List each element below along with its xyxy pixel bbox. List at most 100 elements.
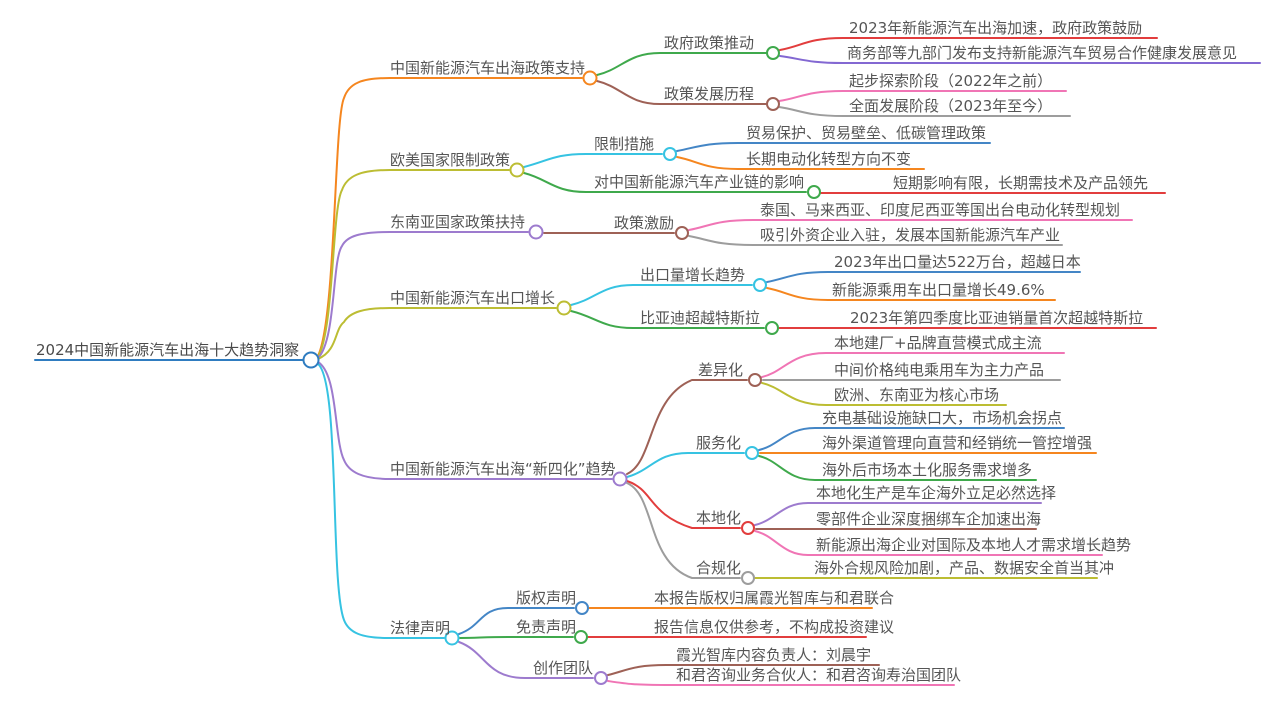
edge <box>676 142 991 152</box>
leaf-text[interactable]: 2023年出口量达522万台，超越日本 <box>834 253 1081 271</box>
branch-export-growth[interactable]: 中国新能源汽车出口增长 <box>390 289 556 307</box>
edge <box>458 607 575 635</box>
root-node[interactable]: 2024中国新能源汽车出海十大趋势洞察 <box>36 341 300 359</box>
node-toggle[interactable] <box>766 46 780 60</box>
node-toggle[interactable] <box>444 630 460 646</box>
edge <box>626 379 748 475</box>
edge <box>676 156 925 170</box>
node-policy-incentives[interactable]: 政策激励 <box>614 214 675 232</box>
leaf-text[interactable]: 贸易保护、贸易壁垒、低碳管理政策 <box>746 124 987 142</box>
leaf-text[interactable]: 霞光智库内容负责人：刘晨宇 <box>676 646 872 664</box>
node-toggle[interactable] <box>748 373 762 387</box>
leaf-text[interactable]: 零部件企业深度捆绑车企加速出海 <box>816 510 1042 528</box>
node-toggle[interactable] <box>302 351 320 369</box>
node-differentiation[interactable]: 差异化 <box>698 361 744 379</box>
edge <box>607 680 955 686</box>
leaf-text[interactable]: 本地建厂+品牌直营模式成主流 <box>834 334 1042 352</box>
node-byd-surpass-tesla[interactable]: 比亚迪超越特斯拉 <box>640 309 761 327</box>
leaf-text[interactable]: 本报告版权归属霞光智库与和君联合 <box>654 589 895 607</box>
node-toggle[interactable] <box>753 278 767 292</box>
node-government-policy-push[interactable]: 政府政策推动 <box>664 34 755 52</box>
branch-new-four-trends[interactable]: 中国新能源汽车出海“新四化”趋势 <box>390 460 616 478</box>
node-toggle[interactable] <box>741 521 755 535</box>
node-policy-history[interactable]: 政策发展历程 <box>664 85 755 103</box>
node-restriction-measures[interactable]: 限制措施 <box>594 135 655 153</box>
edge <box>523 153 663 168</box>
edge <box>766 287 1056 301</box>
node-toggle[interactable] <box>765 321 779 335</box>
edge <box>317 231 529 359</box>
edge <box>596 52 767 76</box>
branch-legal-notice[interactable]: 法律声明 <box>390 619 451 637</box>
leaf-text[interactable]: 报告信息仅供参考，不构成投资建议 <box>654 618 895 636</box>
edge <box>626 452 745 478</box>
leaf-text[interactable]: 2023年新能源汽车出海加速，政府政策鼓励 <box>849 19 1143 37</box>
node-toggle[interactable] <box>574 630 588 644</box>
edge <box>317 307 557 360</box>
node-localization[interactable]: 本地化 <box>696 509 742 527</box>
node-toggle[interactable] <box>663 147 677 161</box>
node-creation-team[interactable]: 创作团队 <box>533 659 594 677</box>
node-disclaimer[interactable]: 免责声明 <box>516 618 577 636</box>
node-toggle[interactable] <box>741 571 755 585</box>
edge <box>766 271 1081 283</box>
edge <box>317 169 510 358</box>
leaf-text[interactable]: 短期影响有限，长期需技术及产品领先 <box>893 174 1149 192</box>
node-toggle[interactable] <box>766 97 780 111</box>
edge <box>458 641 594 679</box>
edge <box>607 664 880 676</box>
leaf-text[interactable]: 泰国、马来西亚、印度尼西亚等国出台电动化转型规划 <box>760 201 1121 219</box>
node-toggle[interactable] <box>612 471 628 487</box>
node-export-volume-trend[interactable]: 出口量增长趋势 <box>640 266 746 284</box>
node-supply-chain-impact[interactable]: 对中国新能源汽车产业链的影响 <box>594 173 805 191</box>
leaf-text[interactable]: 海外后市场本土化服务需求增多 <box>822 461 1033 479</box>
edge <box>758 455 1037 481</box>
leaf-text[interactable]: 欧洲、东南亚为核心市场 <box>834 386 1000 404</box>
branch-sea-policy-support[interactable]: 东南亚国家政策扶持 <box>390 213 526 231</box>
node-toggle[interactable] <box>556 300 572 316</box>
node-servitization[interactable]: 服务化 <box>696 434 742 452</box>
edge <box>778 106 1071 117</box>
node-toggle[interactable] <box>745 446 759 460</box>
leaf-text[interactable]: 全面发展阶段（2023年至今） <box>849 97 1053 115</box>
branch-policy-support[interactable]: 中国新能源汽车出海政策支持 <box>390 59 586 77</box>
edge <box>596 80 767 105</box>
edge <box>626 482 741 579</box>
node-toggle[interactable] <box>675 226 689 240</box>
node-toggle[interactable] <box>807 185 821 199</box>
edge <box>779 37 1158 51</box>
leaf-text[interactable]: 2023年第四季度比亚迪销量首次超越特斯拉 <box>850 309 1144 327</box>
edge <box>570 310 765 329</box>
leaf-text[interactable]: 海外渠道管理向直营和经销统一管控增强 <box>822 434 1093 452</box>
edge <box>761 382 1007 406</box>
node-toggle[interactable] <box>528 224 544 240</box>
leaf-text[interactable]: 中间价格纯电乘用车为主力产品 <box>834 361 1045 379</box>
leaf-text[interactable]: 充电基础设施缺口大，市场机会拐点 <box>822 409 1063 427</box>
edge <box>758 427 1065 451</box>
node-toggle[interactable] <box>575 601 589 615</box>
leaf-text[interactable]: 商务部等九部门发布支持新能源汽车贸易合作健康发展意见 <box>847 44 1238 62</box>
node-toggle[interactable] <box>582 70 598 86</box>
node-copyright-notice[interactable]: 版权声明 <box>516 589 577 607</box>
edge <box>688 219 1133 231</box>
edge <box>317 361 613 480</box>
node-compliance[interactable]: 合规化 <box>696 559 742 577</box>
edge <box>317 77 583 357</box>
edge <box>754 502 1042 526</box>
leaf-text[interactable]: 新能源乘用车出口量增长49.6% <box>832 281 1045 299</box>
leaf-text[interactable]: 和君咨询业务合伙人：和君咨询寿治国团队 <box>676 666 962 684</box>
node-toggle[interactable] <box>594 671 608 685</box>
edge <box>761 352 1065 378</box>
leaf-text[interactable]: 新能源出海企业对国际及本地人才需求增长趋势 <box>816 536 1132 554</box>
leaf-text[interactable]: 吸引外资企业入驻，发展本国新能源汽车产业 <box>760 226 1061 244</box>
leaf-text[interactable]: 长期电动化转型方向不变 <box>746 150 912 168</box>
edge <box>523 172 807 193</box>
edge <box>459 636 574 639</box>
leaf-text[interactable]: 海外合规风险加剧，产品、数据安全首当其冲 <box>814 559 1115 577</box>
leaf-text[interactable]: 起步探索阶段（2022年之前） <box>849 72 1053 90</box>
branch-eu-us-restrictions[interactable]: 欧美国家限制政策 <box>390 151 511 169</box>
leaf-text[interactable]: 本地化生产是车企海外立足必然选择 <box>816 484 1057 502</box>
node-toggle[interactable] <box>509 162 525 178</box>
